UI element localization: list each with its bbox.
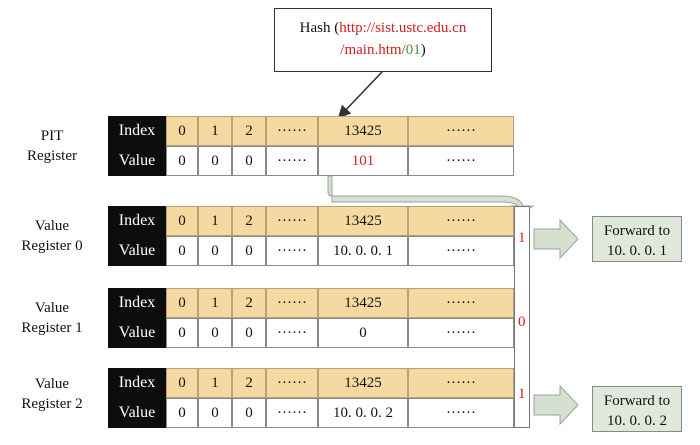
pit-value-cell-4: 101 [318, 146, 408, 176]
hash-suffix-number: 01 [405, 42, 421, 58]
vr2-header-index: Index [118, 374, 156, 391]
pit-header-value: Value [118, 152, 156, 169]
value-register-0-label: Value Register 0 [2, 216, 102, 256]
vr0-index-cell-1: 1 [198, 206, 232, 236]
vr1-index-cell-0: 0 [166, 288, 198, 318]
pit-label-line-2: Register [27, 148, 77, 164]
vr1-label-line-1: Value [34, 300, 70, 316]
forward-box-0: Forward to 10. 0. 0. 1 [592, 216, 682, 262]
vr0-header-value: Value [118, 242, 156, 259]
pit-index-cell-1: 1 [198, 116, 232, 146]
vr0-value-cell-4: 10. 0. 0. 1 [318, 236, 408, 266]
pit-header-index: Index [118, 122, 156, 139]
forward-arrow-2 [533, 384, 579, 426]
forward-0-line-1: Forward to [603, 223, 671, 239]
vr2-index-cell-3: ······ [266, 368, 318, 398]
vr0-label-line-2: Register 0 [21, 238, 83, 254]
vr2-index-cell-4: 13425 [318, 368, 408, 398]
pit-register-label: PIT Register [2, 126, 102, 166]
vr1-value-cell-5: ······ [408, 318, 514, 348]
pit-to-selector-arrow [327, 175, 535, 215]
vr0-label-line-1: Value [34, 218, 70, 234]
vr0-value-cell-2: 0 [232, 236, 266, 266]
hash-prefix: Hash ( [299, 20, 340, 36]
pit-value-cell-3: ······ [266, 146, 318, 176]
vr2-index-cell-1: 1 [198, 368, 232, 398]
vr2-header-value: Value [118, 404, 156, 421]
vr0-header-index: Index [118, 212, 156, 229]
vr1-value-cell-4: 0 [318, 318, 408, 348]
vr1-index-cell-3: ······ [266, 288, 318, 318]
hash-url-part-1: http://sist.ustc.edu.cn [339, 20, 467, 36]
vr0-value-cell-0: 0 [166, 236, 198, 266]
vr2-index-cell-5: ······ [408, 368, 514, 398]
forward-1-line-1: Forward to [603, 393, 671, 409]
value-register-2-label: Value Register 2 [2, 374, 102, 414]
vr2-value-cell-4: 10. 0. 0. 2 [318, 398, 408, 428]
hash-box: Hash (http://sist.ustc.edu.cn /main.htm/… [274, 8, 492, 72]
pit-index-cell-5: ······ [408, 116, 514, 146]
pit-index-cell-0: 0 [166, 116, 198, 146]
forward-box-2: Forward to 10. 0. 0. 2 [592, 386, 682, 432]
forward-0-line-2: 10. 0. 0. 1 [607, 243, 667, 259]
selector-bit-2: 1 [518, 386, 526, 402]
vr0-value-cell-1: 0 [198, 236, 232, 266]
pit-value-cell-2: 0 [232, 146, 266, 176]
value-register-1-label: Value Register 1 [2, 298, 102, 338]
vr1-label-line-2: Register 1 [21, 320, 83, 336]
vr1-value-cell-3: ······ [266, 318, 318, 348]
vr2-value-cell-2: 0 [232, 398, 266, 428]
selector-bit-1: 0 [518, 314, 526, 330]
vr1-header-value: Value [118, 324, 156, 341]
vr2-value-cell-5: ······ [408, 398, 514, 428]
vr0-index-cell-4: 13425 [318, 206, 408, 236]
vr1-index-cell-5: ······ [408, 288, 514, 318]
selector-bit-0: 1 [518, 230, 526, 246]
vr0-index-cell-2: 2 [232, 206, 266, 236]
vr2-label-line-2: Register 2 [21, 396, 83, 412]
pit-index-cell-2: 2 [232, 116, 266, 146]
vr0-value-cell-3: ······ [266, 236, 318, 266]
vr2-index-cell-2: 2 [232, 368, 266, 398]
vr1-value-cell-0: 0 [166, 318, 198, 348]
pit-value-cell-1: 0 [198, 146, 232, 176]
vr0-value-cell-5: ······ [408, 236, 514, 266]
pit-value-cell-5: ······ [408, 146, 514, 176]
vr2-index-cell-0: 0 [166, 368, 198, 398]
vr1-value-cell-1: 0 [198, 318, 232, 348]
vr0-index-cell-3: ······ [266, 206, 318, 236]
hash-arrow [337, 71, 383, 119]
vr1-value-cell-2: 0 [232, 318, 266, 348]
vr1-index-cell-2: 2 [232, 288, 266, 318]
selector-bar [514, 206, 530, 428]
vr2-label-line-1: Value [34, 376, 70, 392]
hash-line-2: /main.htm/01) [275, 39, 491, 61]
pit-label-line-1: PIT [40, 128, 64, 144]
vr2-value-cell-0: 0 [166, 398, 198, 428]
vr1-index-cell-4: 13425 [318, 288, 408, 318]
hash-suffix: ) [420, 42, 426, 58]
pit-index-cell-4: 13425 [318, 116, 408, 146]
hash-line-1: Hash (http://sist.ustc.edu.cn [275, 17, 491, 39]
vr0-index-cell-0: 0 [166, 206, 198, 236]
vr0-index-cell-5: ······ [408, 206, 514, 236]
vr1-header-index: Index [118, 294, 156, 311]
pit-index-cell-3: ······ [266, 116, 318, 146]
forward-1-line-2: 10. 0. 0. 2 [607, 413, 667, 429]
vr2-value-cell-1: 0 [198, 398, 232, 428]
hash-url-part-2: /main.htm/ [340, 42, 406, 58]
forward-arrow-0 [533, 218, 579, 260]
vr2-value-cell-3: ······ [266, 398, 318, 428]
pit-value-cell-0: 0 [166, 146, 198, 176]
vr1-index-cell-1: 1 [198, 288, 232, 318]
